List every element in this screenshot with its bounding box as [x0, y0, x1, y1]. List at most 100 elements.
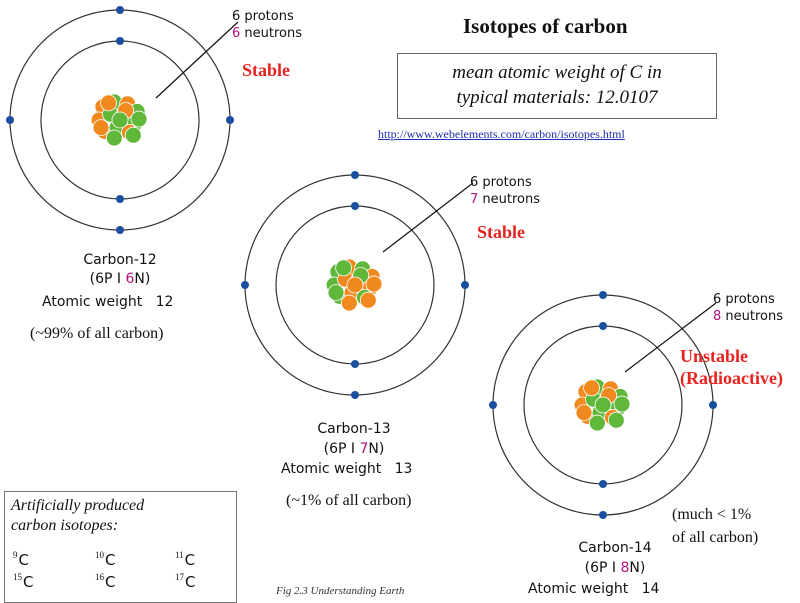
c14-neutrons-label: 8 neutrons [713, 308, 783, 325]
c12-proton [100, 94, 117, 112]
isotope-c16-symbol: C [105, 573, 116, 591]
c13-protons-label: 6 protons [470, 175, 532, 190]
c12-electron [116, 195, 124, 203]
isotope-c11-symbol: C [184, 551, 196, 569]
isotope-c10-mass: 10 [95, 550, 104, 560]
c13-electron [461, 281, 469, 289]
c14-weight-value: 14 [641, 581, 660, 597]
mean-weight-box: mean atomic weight of C in typical mater… [397, 53, 717, 119]
c12-neutron [130, 110, 148, 128]
c13-neutron [327, 284, 345, 302]
c13-weight-label: Atomic weight [281, 461, 382, 477]
isotope-c11: 11C [175, 550, 195, 569]
isotope-c15-symbol: C [23, 573, 34, 591]
c14-electron [709, 401, 717, 409]
isotope-c16-mass: 16 [95, 572, 104, 582]
mean-weight-line-1: mean atomic weight of C in [452, 62, 662, 83]
c12-protons-label: 6 protons [232, 9, 294, 24]
isotope-c9: 9C [13, 550, 29, 569]
c14-neutron-count: 8 [713, 309, 722, 324]
c13-electron [351, 360, 359, 368]
c13-leader-line [382, 182, 474, 253]
c13-nucleus-label: 6 protons 7 neutrons [470, 174, 540, 208]
c13-proton [340, 294, 358, 312]
c12-stability: Stable [242, 60, 291, 80]
c14-name: Carbon-14 [578, 540, 652, 556]
isotope-c10-symbol: C [105, 551, 116, 569]
c14-neutron [588, 414, 606, 432]
c12-composition-prefix: (6P I [89, 271, 126, 287]
c12-neutron [105, 129, 123, 147]
isotope-c17-symbol: C [185, 573, 196, 591]
c12-electron [6, 116, 14, 124]
c14-weight-label: Atomic weight [528, 581, 629, 597]
c14-stability-line-1: Unstable [680, 346, 749, 366]
c14-electron [599, 291, 607, 299]
c12-composition-neutrons: 6 [125, 271, 135, 287]
c14-proton [575, 404, 593, 422]
c12-electron [116, 6, 124, 14]
isotope-c11-mass: 11 [175, 550, 184, 560]
c12-neutrons-label: 6 neutrons [232, 25, 302, 42]
artificial-title-line-1: Artificially produced [11, 497, 145, 514]
c12-leader-line [155, 21, 239, 99]
artificial-isotopes-title: Artificially produced carbon isotopes: [11, 496, 144, 536]
c13-proton [346, 276, 364, 294]
c14-weight: Atomic weight 14 [528, 580, 659, 599]
c13-composition-neutrons: 7 [359, 441, 369, 457]
c13-proton [359, 291, 377, 309]
c14-neutron [594, 396, 612, 414]
c13-neutrons-label: 7 neutrons [470, 191, 540, 208]
c13-proton [365, 275, 383, 293]
c13-weight-value: 13 [394, 461, 413, 477]
isotope-c17-mass: 17 [175, 572, 184, 582]
c14-protons-label: 6 protons [713, 292, 775, 307]
c14-electron [599, 480, 607, 488]
c14-abundance-line-1: (much < 1% [672, 506, 752, 523]
c14-proton [583, 379, 600, 397]
c12-neutron-count: 6 [232, 26, 241, 41]
c14-composition-neutrons: 8 [620, 560, 630, 576]
isotope-c10: 10C [95, 550, 115, 569]
c12-electron [116, 37, 124, 45]
c14-composition-suffix: N) [629, 560, 646, 576]
c13-name: Carbon-13 [317, 421, 391, 437]
isotope-c15-mass: 15 [13, 572, 22, 582]
c12-nucleus-label: 6 protons 6 neutrons [232, 8, 302, 42]
c13-neutron [335, 259, 353, 277]
c14-electron [599, 322, 607, 330]
c13-composition-prefix: (6P I [323, 441, 360, 457]
c13-composition: (6P I 7N) [274, 440, 434, 459]
c12-weight-value: 12 [155, 294, 174, 310]
isotope-c17: 17C [175, 572, 195, 591]
c13-electron [351, 202, 359, 210]
page-title: Isotopes of carbon [463, 14, 628, 38]
c13-electron [241, 281, 249, 289]
mean-weight-line-2: typical materials: 12.0107 [456, 87, 658, 108]
c12-composition-suffix: N) [134, 271, 151, 287]
isotope-c9-mass: 9 [13, 550, 18, 560]
source-link[interactable]: http://www.webelements.com/carbon/isotop… [378, 127, 625, 141]
c14-neutron [607, 411, 625, 429]
c12-electron [116, 226, 124, 234]
c13-electron [351, 171, 359, 179]
c12-weight-label: Atomic weight [42, 294, 143, 310]
c14-composition: (6P I 8N) [530, 559, 700, 578]
c13-weight: Atomic weight 13 [281, 460, 412, 479]
c12-composition: (6P I 6N) [30, 270, 210, 289]
c12-electron [226, 116, 234, 124]
c14-neutrons-word: neutrons [725, 309, 784, 324]
figure-caption: Fig 2.3 Understanding Earth [276, 585, 405, 597]
c12-name: Carbon-12 [83, 252, 157, 268]
c14-nucleus-label: 6 protons 8 neutrons [713, 291, 783, 325]
c12-neutron [111, 111, 129, 129]
c14-stability: Unstable (Radioactive) [680, 345, 783, 389]
c13-abundance: (~1% of all carbon) [286, 492, 412, 509]
c12-abundance: (~99% of all carbon) [30, 325, 164, 342]
c12-neutrons-word: neutrons [244, 26, 303, 41]
c14-stability-line-2: (Radioactive) [680, 368, 783, 388]
c14-electron [599, 511, 607, 519]
c14-neutron [613, 395, 631, 413]
c14-abundance-line-2: of all carbon) [672, 529, 759, 546]
